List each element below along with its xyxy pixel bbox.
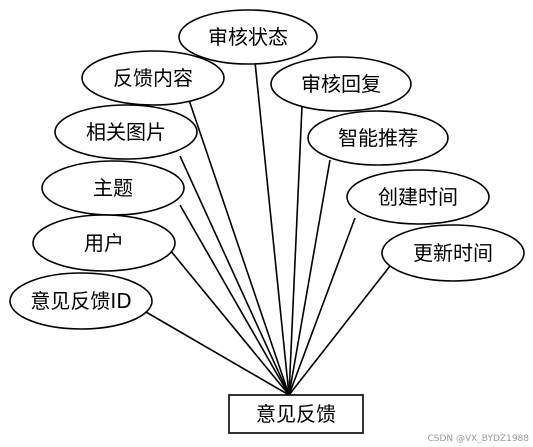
connector-audit-status [254,61,290,396]
connector-feedback-content [187,96,290,396]
attribute-label: 用户 [84,231,124,255]
attribute-audit-reply: 审核回复 [270,56,412,112]
attribute-label: 审核回复 [301,72,381,96]
entity-label: 意见反馈 [256,402,336,426]
attribute-smart-recommend: 智能推荐 [307,110,449,166]
connector-audit-reply [288,105,303,396]
attribute-label: 主题 [93,176,133,200]
connector-related-image [179,155,290,396]
connector-subject [179,204,290,396]
attribute-label: 反馈内容 [113,66,193,90]
attribute-label: 意见反馈ID [30,289,131,313]
attribute-label: 相关图片 [86,120,166,144]
attribute-subject: 主题 [41,160,185,216]
connector-create-time [288,217,356,396]
attribute-user: 用户 [32,214,176,272]
connector-feedback-id [145,311,290,396]
watermark: CSDN @VX_BYDZ1988 [427,434,529,444]
attribute-related-image: 相关图片 [54,104,198,160]
attribute-feedback-content: 反馈内容 [81,50,225,106]
attribute-label: 更新时间 [413,241,493,265]
attribute-label: 创建时间 [378,185,458,209]
attribute-audit-status: 审核状态 [178,9,318,65]
entity-feedback: 意见反馈 [228,394,364,434]
connector-user [169,249,290,396]
connector-smart-recommend [288,159,331,396]
attribute-feedback-id: 意见反馈ID [9,272,153,330]
connector-update-time [288,265,391,396]
attribute-create-time: 创建时间 [346,169,490,225]
attribute-update-time: 更新时间 [381,224,525,282]
attribute-label: 智能推荐 [338,126,418,150]
attribute-label: 审核状态 [208,25,288,49]
connector-lines [145,61,391,396]
